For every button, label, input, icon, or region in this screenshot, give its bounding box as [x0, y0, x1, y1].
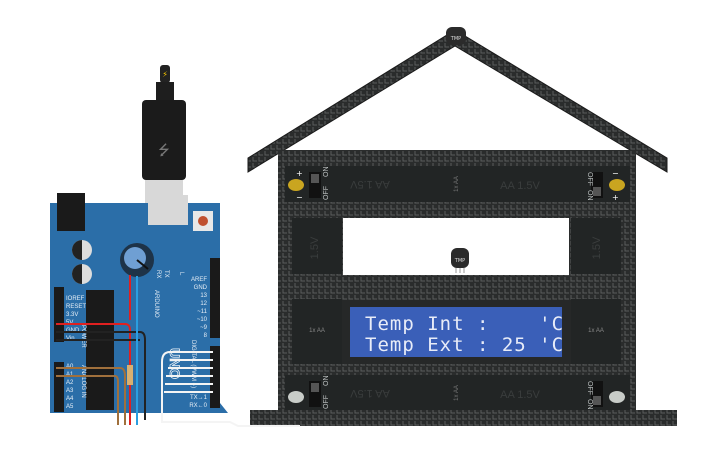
- led-top-left[interactable]: [288, 179, 304, 191]
- analog-header: [54, 362, 64, 412]
- lcd-line-1: Temp Int : 'C: [365, 313, 564, 335]
- arduino-logo-text: ARDUINO: [153, 290, 159, 318]
- pin-label: A5: [66, 404, 74, 410]
- pin-label: ~10: [197, 317, 208, 323]
- minus-label: −: [296, 193, 303, 202]
- right-battery-pack: [571, 299, 621, 364]
- led-label: L: [178, 272, 184, 276]
- usb-icon: ⭍: [158, 143, 170, 159]
- battery-label: AA 1.5V: [349, 178, 389, 190]
- uno-logo-text: UNO: [167, 348, 183, 379]
- roof-sensor-label: TMP: [450, 36, 461, 42]
- wires[interactable]: [56, 275, 300, 427]
- pin-label: ~9: [200, 325, 208, 331]
- switch-on-label: ON: [323, 376, 330, 387]
- battery-label: AA 1.5V: [349, 387, 389, 399]
- power-header: [54, 287, 64, 342]
- pin-label: 12: [200, 301, 207, 307]
- pin-label: 3.3V: [66, 312, 78, 318]
- pack-label: 1x AA: [309, 328, 325, 334]
- minus-label: −: [612, 169, 619, 178]
- pin-label: A2: [66, 380, 74, 386]
- pin-label: 8: [204, 333, 208, 339]
- arduino-uno[interactable]: IOREF RESET 3.3V 5V GND Vin A0 A1 A2 A3 …: [50, 193, 228, 413]
- switch-off-label: OFF: [323, 395, 330, 409]
- battery-label: AA 1.5V: [500, 389, 540, 401]
- battery-pack-label: 1x AA: [454, 385, 460, 401]
- top-right-switch[interactable]: OFF ON: [586, 172, 603, 201]
- pin-label: GND: [194, 285, 208, 291]
- plus-label: +: [296, 169, 303, 178]
- switch-off-label: OFF: [323, 186, 330, 200]
- pin-label: RESET: [66, 304, 86, 310]
- left-side-battery: [292, 218, 342, 274]
- pin-label: RX←0: [189, 403, 207, 409]
- led-label: RX: [155, 270, 161, 278]
- left-battery-pack: [292, 299, 342, 364]
- battery-label: 1.5V: [591, 236, 603, 259]
- potentiometer[interactable]: [120, 243, 154, 277]
- switch-on-label: ON: [323, 167, 330, 178]
- right-side-battery: [571, 218, 621, 274]
- digital-header-high: [210, 258, 220, 338]
- window-temperature-sensor[interactable]: TMP: [451, 248, 469, 273]
- lcd-line-2: Temp Ext : 25 'C: [365, 334, 564, 356]
- switch-on-label: ON: [586, 399, 593, 410]
- led-bottom-left[interactable]: [288, 391, 304, 403]
- pin-label: A4: [66, 396, 74, 402]
- lcd-display: Temp Int : 'C Temp Ext : 25 'C: [342, 300, 571, 364]
- window-sensor-label: TMP: [454, 258, 465, 264]
- battery-label: AA 1.5V: [500, 180, 540, 192]
- led-top-right[interactable]: [609, 179, 625, 191]
- digital-label: DIGITAL (PWM ~): [190, 340, 196, 388]
- pin-label: IOREF: [66, 296, 85, 302]
- plus-label: +: [612, 193, 619, 202]
- digital-header-low: [210, 346, 220, 408]
- lightning-icon: ⚡: [162, 70, 168, 79]
- resistor: [127, 365, 133, 385]
- led-label: TX: [163, 270, 169, 278]
- pin-label: AREF: [191, 277, 207, 283]
- battery-pack-label: 1x AA: [454, 176, 460, 192]
- base-plate: [250, 410, 677, 426]
- microcontroller-chip: [86, 290, 114, 410]
- analog-label: ANALOG IN: [80, 365, 86, 398]
- pin-label: TX→1: [190, 395, 208, 401]
- pin-label: A3: [66, 388, 74, 394]
- top-battery-pack[interactable]: AA 1.5V 1x AA AA 1.5V: [285, 166, 630, 202]
- pack-label: 1x AA: [588, 328, 604, 334]
- top-left-switch[interactable]: OFF ON: [309, 167, 330, 201]
- led-bottom-right[interactable]: [609, 391, 625, 403]
- reset-button-cap: [198, 216, 208, 226]
- pin-label: ~11: [197, 309, 207, 315]
- roof: [247, 29, 668, 173]
- power-label: POWER: [80, 325, 86, 348]
- switch-on-label: ON: [586, 190, 593, 201]
- bottom-left-switch[interactable]: OFF ON: [309, 376, 330, 410]
- battery-label: 1.5V: [309, 236, 321, 259]
- switch-off-label: OFF: [586, 381, 593, 395]
- switch-off-label: OFF: [586, 172, 593, 186]
- bottom-right-switch[interactable]: OFF ON: [586, 381, 603, 410]
- pin-label: 13: [200, 293, 207, 299]
- bottom-battery-pack[interactable]: AA 1.5V 1x AA AA 1.5V: [285, 375, 630, 411]
- roof-temperature-sensor[interactable]: TMP: [446, 27, 466, 45]
